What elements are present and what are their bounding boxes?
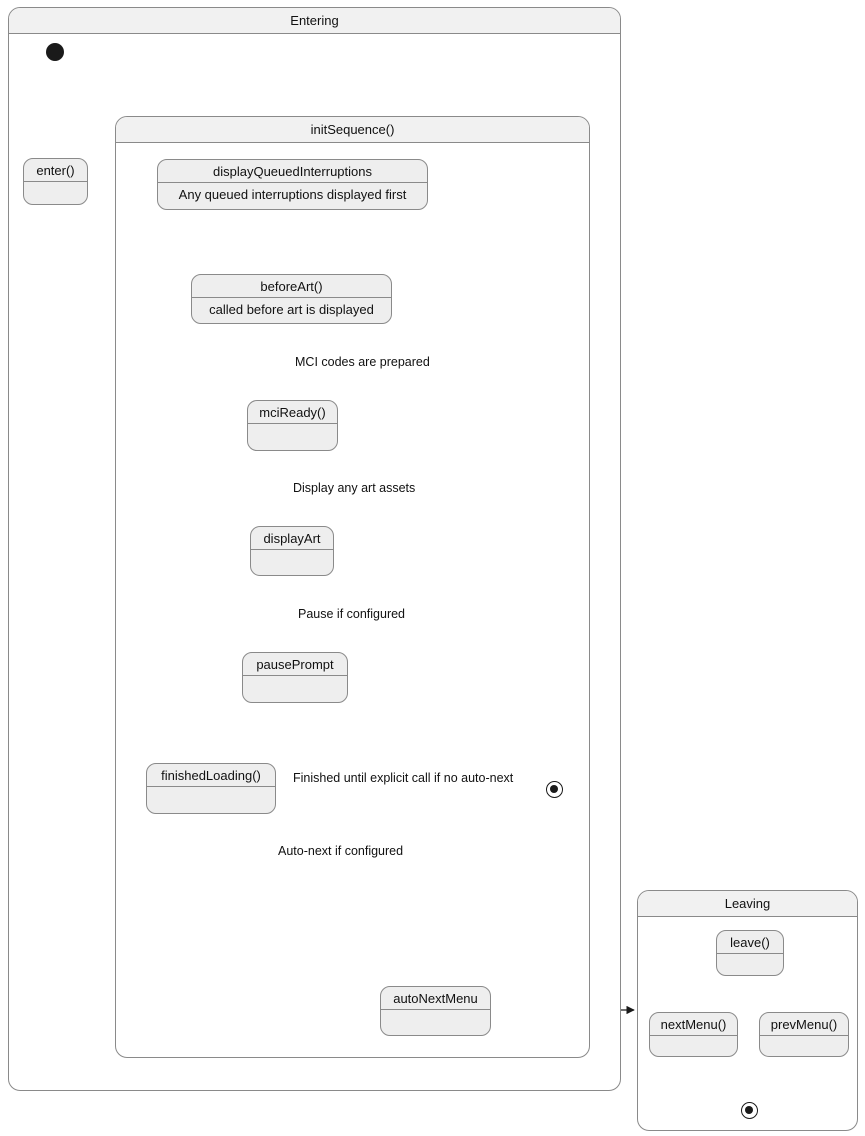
state-title-display-queued-interruptions: displayQueuedInterruptions: [158, 160, 427, 183]
state-body-before-art: called before art is displayed: [209, 302, 374, 317]
state-enter[interactable]: enter(): [23, 158, 88, 205]
state-title-mci-ready: mciReady(): [248, 401, 337, 424]
composite-title-init-sequence: initSequence(): [116, 117, 589, 143]
state-body-enter: [24, 182, 87, 204]
edge-label-pause-if-configured: Pause if configured: [298, 607, 406, 621]
state-before-art[interactable]: beforeArt() called before art is display…: [191, 274, 392, 324]
state-body-leave: [717, 954, 783, 975]
state-display-art[interactable]: displayArt: [250, 526, 334, 576]
state-title-before-art: beforeArt(): [192, 275, 391, 298]
state-title-next-menu: nextMenu(): [650, 1013, 737, 1036]
edge-label-display-art-assets: Display any art assets: [293, 481, 416, 495]
edge-label-finished-until-explicit: Finished until explicit call if no auto-…: [293, 771, 514, 785]
composite-title-leaving: Leaving: [638, 891, 857, 917]
composite-state-init-sequence[interactable]: initSequence(): [115, 116, 590, 1058]
state-title-prev-menu: prevMenu(): [760, 1013, 848, 1036]
final-state-leaving: [741, 1102, 758, 1119]
state-title-pause-prompt: pausePrompt: [243, 653, 347, 676]
state-pause-prompt[interactable]: pausePrompt: [242, 652, 348, 703]
state-leave[interactable]: leave(): [716, 930, 784, 976]
state-body-finished-loading: [147, 787, 275, 813]
initial-pseudostate: [46, 43, 64, 61]
state-body-mci-ready: [248, 424, 337, 450]
state-title-auto-next-menu: autoNextMenu: [381, 987, 490, 1010]
state-title-enter: enter(): [24, 159, 87, 182]
edge-label-mci-codes-prepared: MCI codes are prepared: [295, 355, 430, 369]
final-state-dot: [745, 1106, 753, 1114]
state-body-prev-menu: [760, 1036, 848, 1056]
composite-state-leaving[interactable]: Leaving: [637, 890, 858, 1131]
state-display-queued-interruptions[interactable]: displayQueuedInterruptions Any queued in…: [157, 159, 428, 210]
state-next-menu[interactable]: nextMenu(): [649, 1012, 738, 1057]
state-body-display-art: [251, 550, 333, 575]
final-state-dot: [550, 785, 558, 793]
state-prev-menu[interactable]: prevMenu(): [759, 1012, 849, 1057]
state-mci-ready[interactable]: mciReady(): [247, 400, 338, 451]
state-title-leave: leave(): [717, 931, 783, 954]
state-body-auto-next-menu: [381, 1010, 490, 1035]
composite-title-entering: Entering: [9, 8, 620, 34]
edge-label-auto-next-if-configured: Auto-next if configured: [278, 844, 404, 858]
state-body-display-queued-interruptions: Any queued interruptions displayed first: [178, 187, 407, 202]
state-body-pause-prompt: [243, 676, 347, 702]
state-body-next-menu: [650, 1036, 737, 1056]
final-state-entering: [546, 781, 563, 798]
state-title-finished-loading: finishedLoading(): [147, 764, 275, 787]
state-finished-loading[interactable]: finishedLoading(): [146, 763, 276, 814]
state-auto-next-menu[interactable]: autoNextMenu: [380, 986, 491, 1036]
state-title-display-art: displayArt: [251, 527, 333, 550]
